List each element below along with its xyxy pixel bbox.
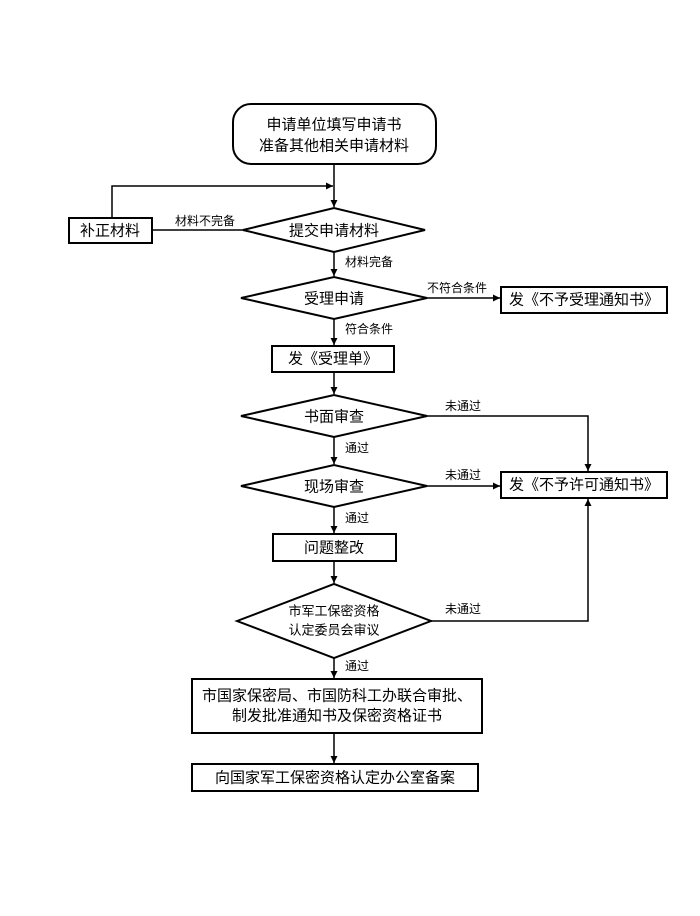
reject-accept-node-label: 发《不予受理通知书》	[508, 290, 660, 309]
edge-label-site-pass: 通过	[345, 511, 370, 525]
deny-permit-node-label: 发《不予许可通知书》	[508, 475, 660, 494]
joint-approval-node	[191, 678, 483, 734]
correct-node-label: 补正材料	[79, 221, 141, 240]
edge-label-qualified: 符合条件	[345, 322, 394, 336]
committee-label-line2: 认定委员会审议	[288, 623, 380, 639]
committee-label-line1: 市军工保密资格	[288, 604, 380, 620]
edge-label-committee-fail: 未通过	[444, 602, 482, 616]
committee-decision	[234, 582, 434, 660]
site-review-label: 现场审查	[303, 477, 365, 496]
accept-decision-label: 受理申请	[303, 289, 365, 308]
edge-label-committee-pass: 通过	[345, 659, 370, 673]
edge-label-complete: 材料完备	[345, 255, 394, 269]
apply-node-label-line1: 申请单位填写申请书	[266, 115, 402, 134]
filing-node-label: 向国家军工保密资格认定办公室备案	[214, 768, 456, 787]
submit-decision	[242, 206, 426, 254]
written-review-label: 书面审查	[303, 407, 365, 426]
submit-decision-label: 提交申请材料	[288, 221, 380, 240]
edge-label-written-pass: 通过	[345, 441, 370, 455]
apply-node-label-line2: 准备其他相关申请材料	[258, 136, 410, 155]
filing-node	[191, 763, 479, 792]
edge-label-not-qualified: 不符合条件	[426, 281, 488, 295]
edge-label-site-fail: 未通过	[444, 468, 482, 482]
arrow-correct-to-submit	[111, 182, 333, 218]
receipt-node	[271, 345, 395, 373]
apply-node	[232, 103, 437, 165]
rectify-node-label: 问题整改	[303, 538, 365, 557]
edge-label-incomplete: 材料不完备	[174, 214, 236, 228]
arrow-written-fail-to-deny	[427, 415, 592, 471]
joint-approval-label-line1: 市国家保密局、市国防科工办联合审批、	[201, 686, 473, 705]
edge-label-written-fail: 未通过	[444, 399, 482, 413]
receipt-node-label: 发《受理单》	[287, 349, 379, 368]
joint-approval-label-line2: 制发批准通知书及保密资格证书	[231, 706, 443, 725]
arrow-committee-fail-to-deny	[431, 499, 592, 622]
deny-permit-node	[500, 471, 668, 499]
reject-accept-node	[500, 286, 668, 314]
